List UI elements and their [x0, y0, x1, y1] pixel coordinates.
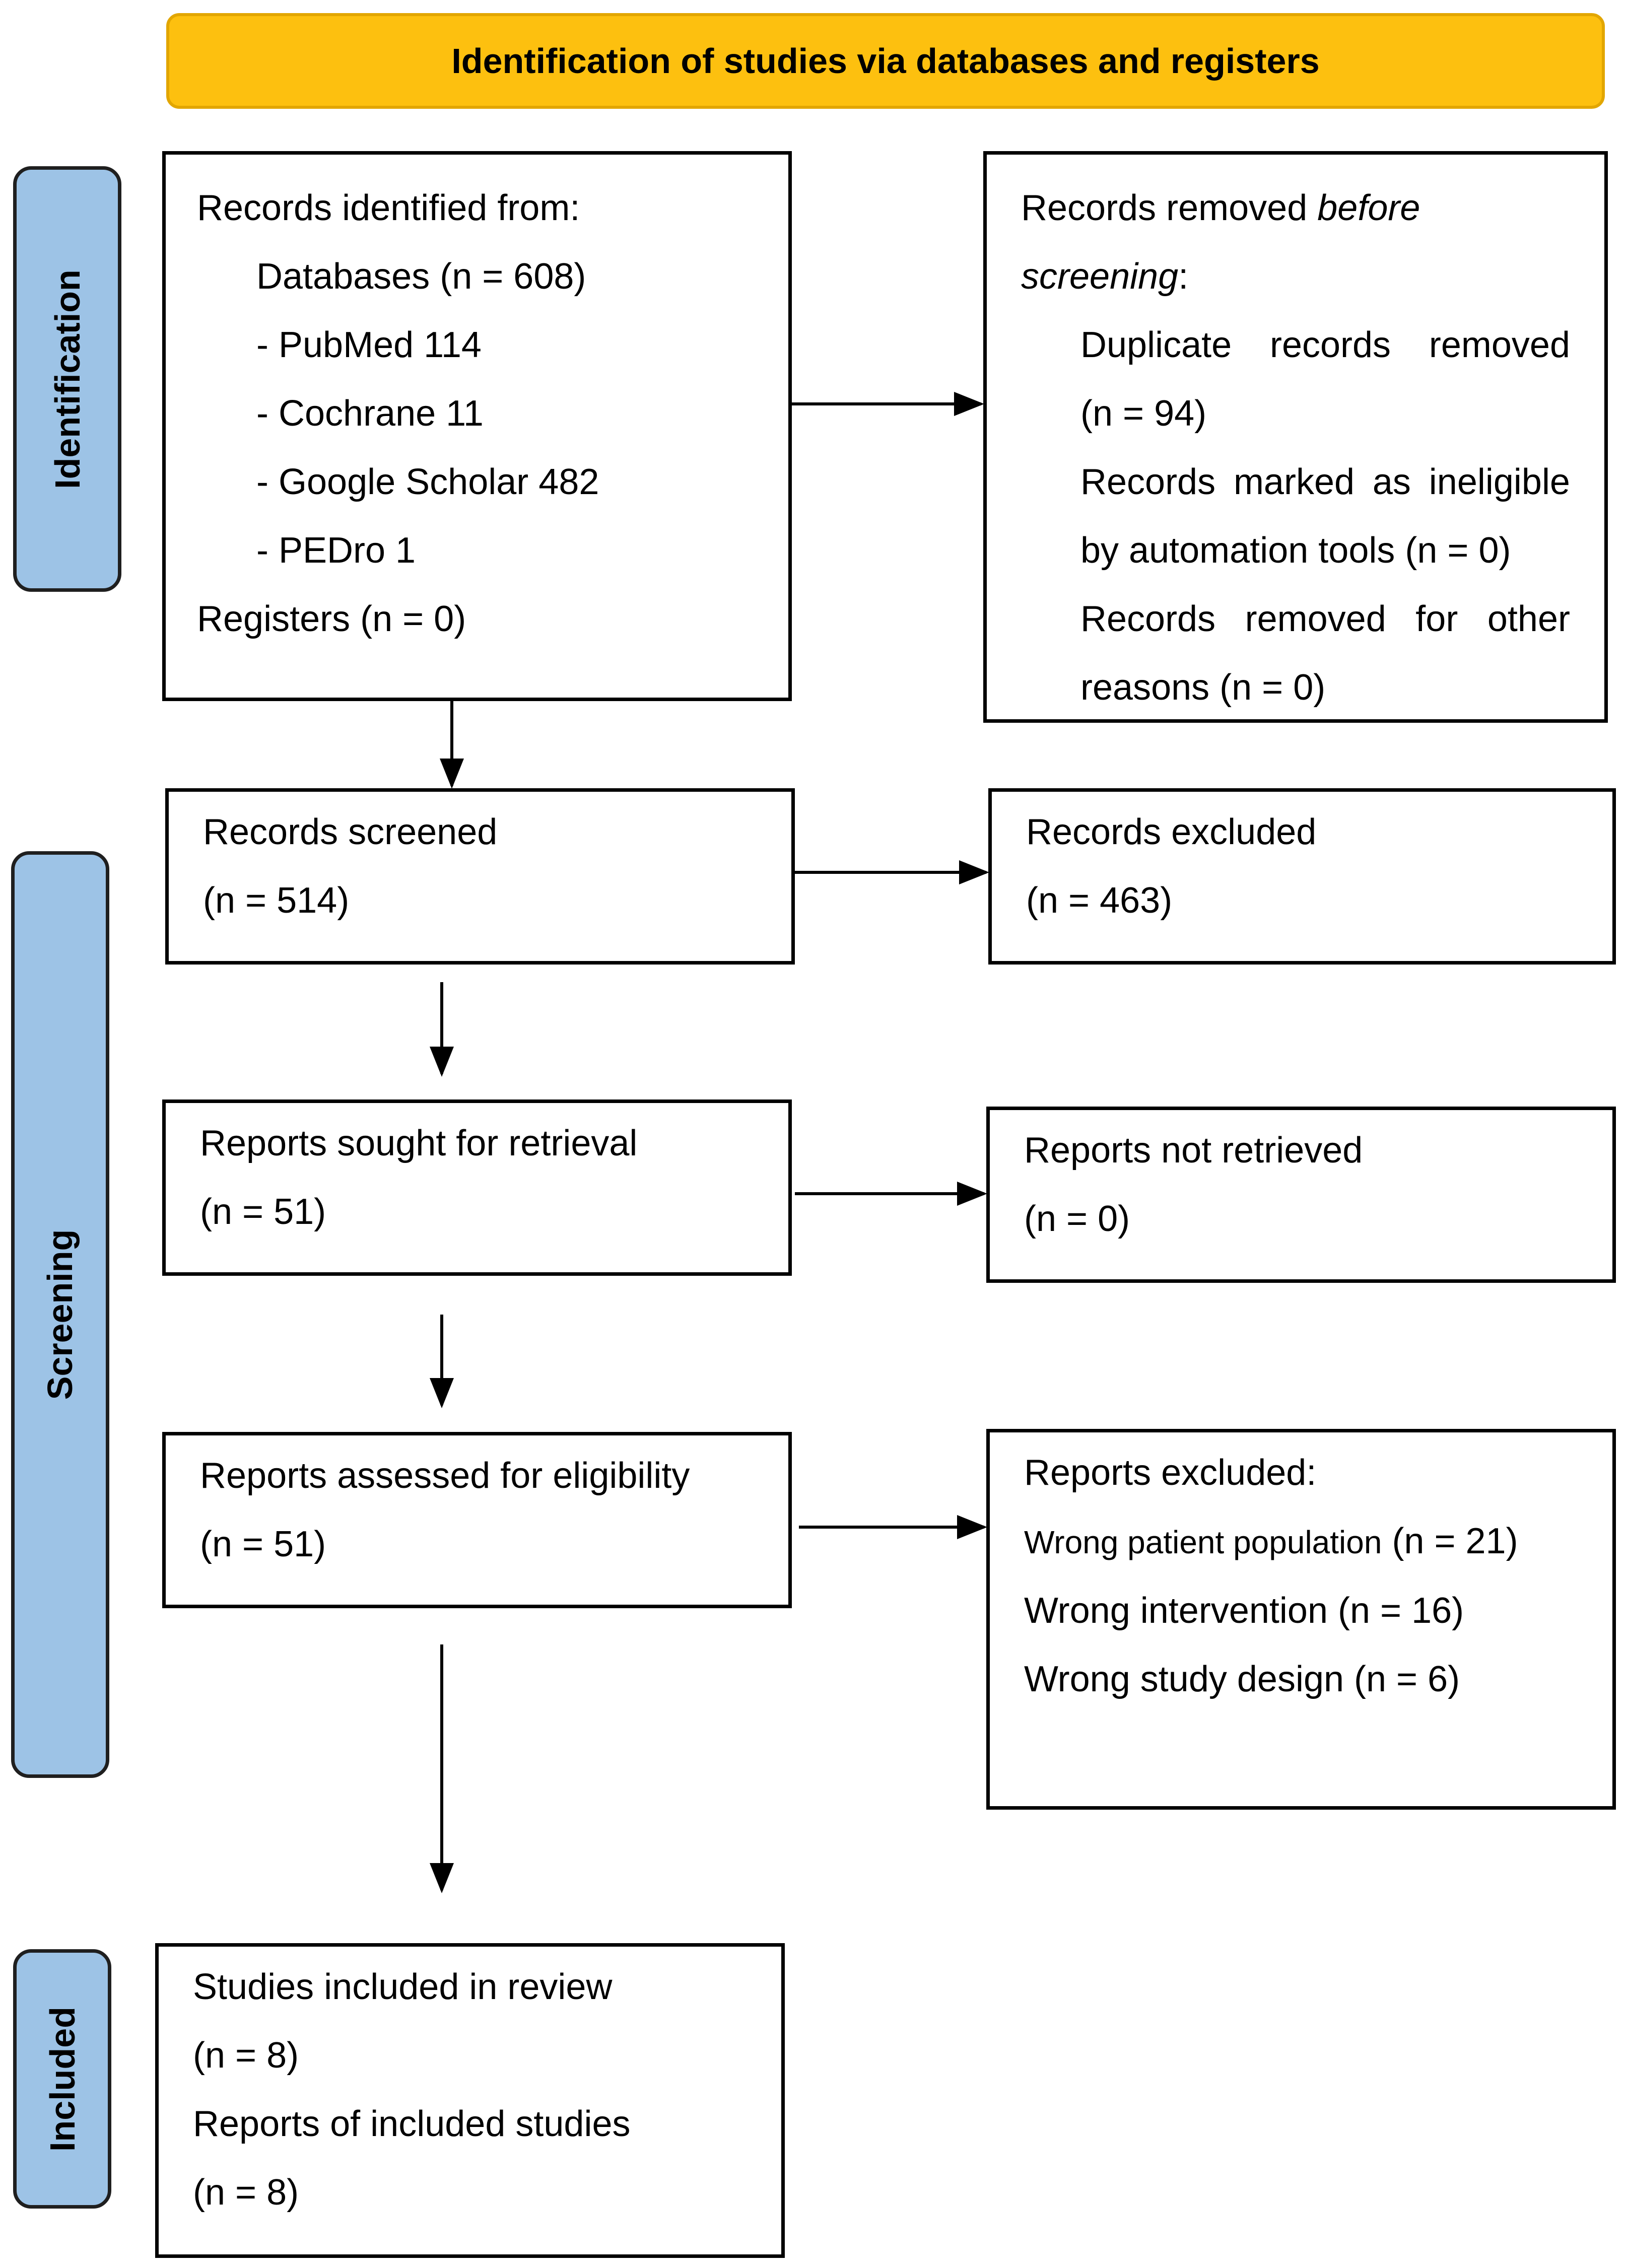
records-removed-box: Records removed before screening: Duplic… [983, 151, 1608, 723]
excluded-count: (n = 463) [1026, 880, 1173, 921]
identified-databases: Databases (n = 608) [256, 256, 586, 297]
reports-excluded-box: Reports excluded: Wrong patient populati… [986, 1429, 1616, 1810]
records-excluded-box: Records excluded (n = 463) [988, 788, 1616, 965]
reason-patient-population: Wrong patient population (n = 21) [1024, 1521, 1518, 1561]
sought-label: Reports sought for retrieval [200, 1123, 638, 1163]
records-screened-box: Records screened (n = 514) [165, 788, 795, 965]
records-identified-box: Records identified from: Databases (n = … [162, 151, 792, 701]
header-title: Identification of studies via databases … [451, 41, 1320, 81]
screened-count: (n = 514) [203, 880, 350, 921]
source-cochrane: - Cochrane 11 [256, 393, 484, 434]
studies-included-count: (n = 8) [193, 2035, 299, 2076]
source-pedro: - PEDro 1 [256, 530, 416, 571]
phase-identification: Identification [13, 166, 121, 592]
diagram-header: Identification of studies via databases … [166, 13, 1605, 109]
removed-heading: Records removed before [1021, 188, 1420, 228]
source-google-scholar: - Google Scholar 482 [256, 462, 599, 502]
excluded-label: Records excluded [1026, 812, 1317, 852]
assessed-label: Reports assessed for eligibility [200, 1456, 690, 1496]
sought-count: (n = 51) [200, 1192, 326, 1232]
phase-included: Included [13, 1949, 111, 2209]
identified-heading: Records identified from: [197, 188, 580, 228]
not-retrieved-label: Reports not retrieved [1024, 1130, 1363, 1171]
source-pubmed: - PubMed 114 [256, 325, 482, 365]
reason-study-design: Wrong study design (n = 6) [1024, 1659, 1460, 1699]
screened-label: Records screened [203, 812, 498, 852]
not-retrieved-count: (n = 0) [1024, 1199, 1130, 1239]
reports-sought-box: Reports sought for retrieval (n = 51) [162, 1099, 792, 1276]
reason-intervention: Wrong intervention (n = 16) [1024, 1591, 1464, 1631]
removed-ineligible-rest: by automation tools (n = 0) [1080, 530, 1511, 571]
removed-other-rest: reasons (n = 0) [1080, 667, 1326, 708]
studies-included-label: Studies included in review [193, 1967, 613, 2007]
reports-included-label: Reports of included studies [193, 2104, 631, 2144]
reports-excluded-heading: Reports excluded: [1024, 1453, 1317, 1493]
phase-screening: Screening [11, 851, 109, 1778]
removed-duplicate-count: (n = 94) [1080, 393, 1207, 434]
removed-heading-cont: screening: [1021, 256, 1189, 297]
reports-included-count: (n = 8) [193, 2172, 299, 2213]
reports-assessed-box: Reports assessed for eligibility (n = 51… [162, 1432, 792, 1608]
included-box: Studies included in review (n = 8) Repor… [155, 1943, 785, 2258]
reports-not-retrieved-box: Reports not retrieved (n = 0) [986, 1107, 1616, 1283]
identified-registers: Registers (n = 0) [197, 599, 466, 639]
assessed-count: (n = 51) [200, 1524, 326, 1564]
